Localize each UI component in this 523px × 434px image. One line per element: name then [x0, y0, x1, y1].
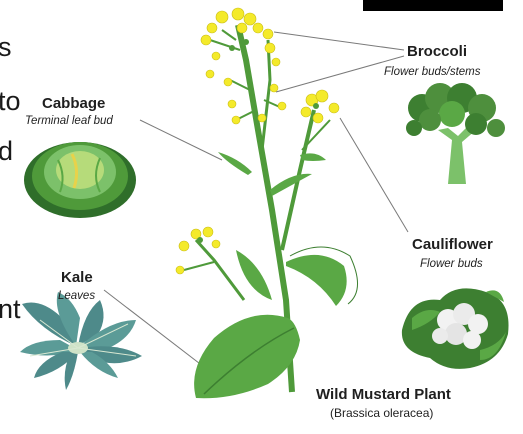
broccoli-name: Broccoli	[407, 43, 467, 60]
mustard-plant	[184, 25, 358, 398]
broccoli-part: Flower buds/stems	[384, 66, 481, 78]
mustard-latin: (Brassica oleracea)	[330, 406, 433, 420]
cabbage-name: Cabbage	[42, 95, 105, 112]
mustard-name: Wild Mustard Plant	[316, 386, 451, 403]
broccoli-illustration	[406, 83, 505, 184]
cauliflower-name: Cauliflower	[412, 236, 493, 253]
cabbage-illustration	[24, 142, 136, 218]
cauliflower-illustration	[402, 288, 509, 368]
cauliflower-part: Flower buds	[420, 258, 483, 270]
kale-part: Leaves	[58, 290, 95, 302]
kale-name: Kale	[61, 269, 93, 286]
cabbage-part: Terminal leaf bud	[25, 115, 113, 127]
kale-illustration	[20, 292, 142, 390]
